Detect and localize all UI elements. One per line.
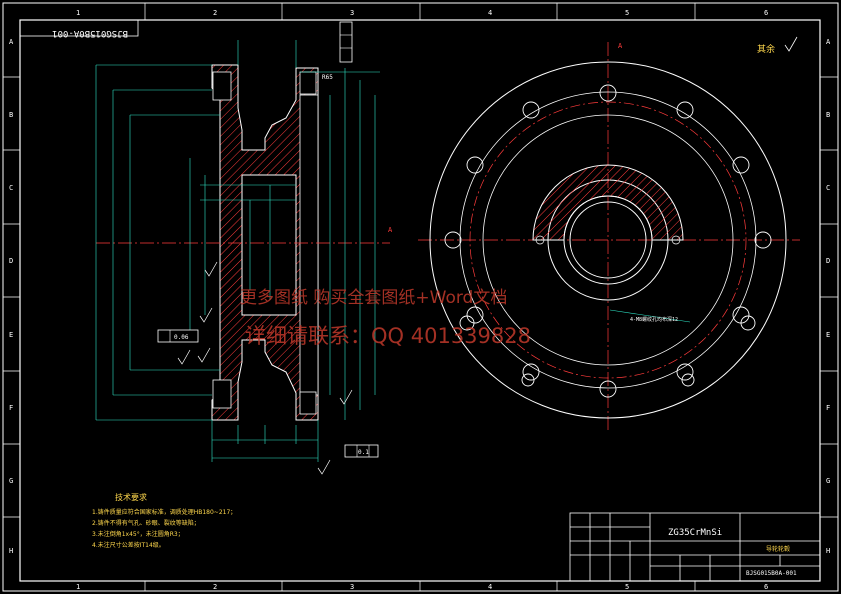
holes-leader <box>609 309 691 323</box>
svg-text:D: D <box>9 257 13 265</box>
roughness-icon <box>784 36 798 52</box>
top-hole <box>212 71 232 101</box>
zone-num: 2 <box>213 583 217 591</box>
section-view-label: A <box>618 42 623 50</box>
zone-num: 1 <box>76 9 80 17</box>
svg-text:E: E <box>9 331 13 339</box>
outer-flange-circle <box>429 61 787 419</box>
technical-notes: 技术要求 1.铸件质量应符合国家标准，调质处理HB180~217； 2.铸件不得… <box>92 492 236 549</box>
front-view <box>429 61 787 419</box>
watermark-line2: 详细请联系：QQ 401339828 <box>245 324 531 348</box>
zone-ticks <box>3 3 838 591</box>
bottom-hole-2 <box>299 391 317 415</box>
zone-num: 5 <box>625 583 629 591</box>
zone-num: 5 <box>625 9 629 17</box>
svg-text:B: B <box>826 111 830 119</box>
zone-num: 4 <box>488 9 492 17</box>
bore <box>241 174 297 316</box>
svg-text:F: F <box>826 404 830 412</box>
zone-num: 1 <box>76 583 80 591</box>
svg-text:C: C <box>9 184 13 192</box>
bolt-holes <box>444 84 772 398</box>
svg-text:C: C <box>826 184 830 192</box>
zone-num: 6 <box>764 583 768 591</box>
notes-title: 技术要求 <box>115 492 147 502</box>
svg-text:G: G <box>9 477 13 485</box>
svg-text:H: H <box>9 547 13 555</box>
zone-num: 3 <box>350 583 354 591</box>
roughness-symbols <box>177 261 353 475</box>
bottom-hole <box>212 379 232 409</box>
tolerance-frame-b <box>344 444 379 458</box>
note-item: 1.铸件质量应符合国家标准，调质处理HB180~217； <box>92 508 236 516</box>
bottom-zone-numbers: 1 2 3 4 5 6 <box>76 583 768 591</box>
svg-text:F: F <box>9 404 13 412</box>
holes-callout: 4-M8螺纹孔均布深12 <box>630 316 678 323</box>
top-zone-numbers: 1 2 3 4 5 6 <box>76 9 768 17</box>
dimension-lines <box>95 40 380 462</box>
material-label: ZG35CrMnSi <box>668 528 722 538</box>
part-name: 导轮轮毂 <box>766 545 790 553</box>
section-mark-label: A <box>388 226 393 234</box>
svg-text:D: D <box>826 257 830 265</box>
drawing-number: BJSG015B0A-001 <box>746 570 797 577</box>
title-block <box>569 512 821 582</box>
right-zone-letters: A B C D E F G H <box>826 38 831 555</box>
watermark: 更多图纸 购买全套图纸+Word文档 详细请联系：QQ 401339828 <box>240 288 531 348</box>
rotated-drawing-number: BJSG015B0A-001 <box>52 28 128 38</box>
left-zone-letters: A B C D E F G H <box>9 38 14 555</box>
zone-num: 6 <box>764 9 768 17</box>
radius-callout: R65 <box>322 74 333 81</box>
svg-text:A: A <box>9 38 14 46</box>
surface-note: 其余 <box>757 43 775 55</box>
tol-a-value: 0.06 <box>174 334 189 341</box>
svg-text:B: B <box>9 111 13 119</box>
zone-num: 4 <box>488 583 492 591</box>
note-item: 4.未注尺寸公差按IT14级。 <box>92 541 165 549</box>
zone-num: 3 <box>350 9 354 17</box>
svg-text:G: G <box>826 477 830 485</box>
note-item: 3.未注倒角1x45°，未注圆角R3； <box>92 530 184 538</box>
bolt-circle <box>469 101 747 379</box>
zone-num: 2 <box>213 9 217 17</box>
top-hole-2 <box>299 71 317 95</box>
datum-frame-top <box>339 21 353 63</box>
svg-text:H: H <box>826 547 830 555</box>
note-item: 2.铸件不得有气孔、砂眼、裂纹等缺陷； <box>92 519 200 527</box>
section-view: 0.06 0.1 R65 <box>95 21 390 475</box>
flange-inner-circle <box>459 91 757 389</box>
tol-b-value: 0.1 <box>358 449 369 456</box>
svg-text:E: E <box>826 331 830 339</box>
hub-section <box>532 164 684 241</box>
inner-groove <box>299 94 319 396</box>
rotated-number-box <box>19 19 139 37</box>
tolerance-frame-a <box>157 329 199 343</box>
svg-text:A: A <box>826 38 831 46</box>
watermark-line1: 更多图纸 购买全套图纸+Word文档 <box>240 288 507 308</box>
